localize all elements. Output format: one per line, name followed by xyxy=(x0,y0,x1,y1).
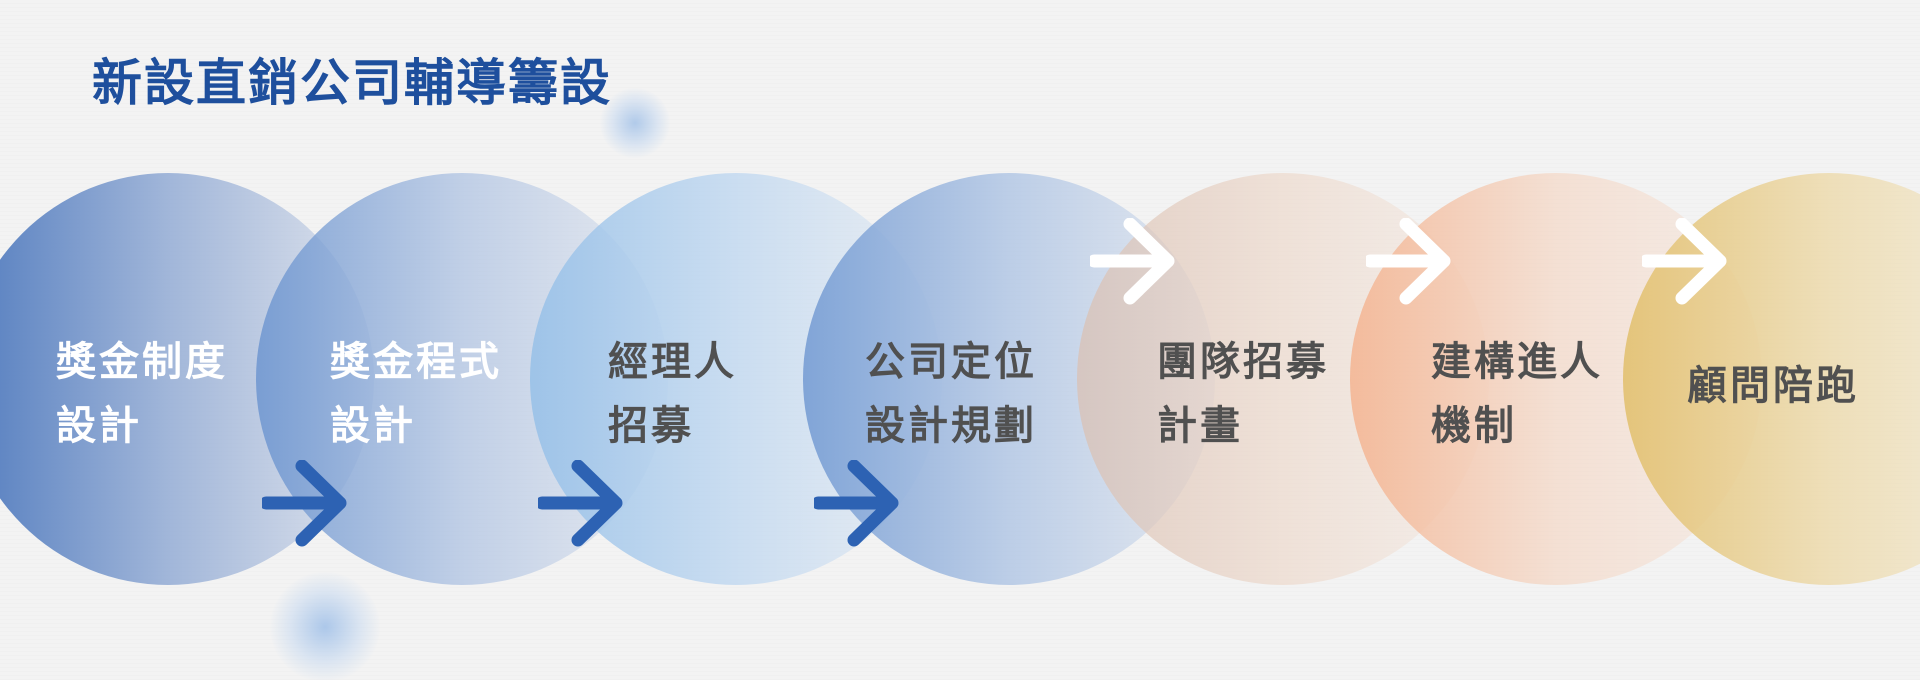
step-label-line: 公司定位 xyxy=(865,339,1037,385)
arrow-right-icon xyxy=(814,460,899,547)
step-label-3: 經理人 招募 xyxy=(608,330,737,458)
step-label-line: 經理人 xyxy=(608,339,737,385)
step-label-5: 團隊招募 計畫 xyxy=(1157,330,1329,458)
step-label-line: 設計規劃 xyxy=(865,403,1037,449)
step-label-7: 顧問陪跑 xyxy=(1687,354,1859,418)
step-label-line: 設計 xyxy=(56,403,142,449)
step-label-line: 招募 xyxy=(608,403,694,449)
arrow-right-icon xyxy=(262,460,347,547)
step-label-line: 顧問陪跑 xyxy=(1687,363,1859,409)
step-label-line: 計畫 xyxy=(1157,403,1243,449)
arrow-right-icon xyxy=(1366,218,1451,305)
arrow-right-icon xyxy=(1642,218,1727,305)
arrow-right-icon xyxy=(1090,218,1175,305)
arrow-right-icon xyxy=(538,460,623,547)
decorative-blur-dot xyxy=(270,572,380,680)
step-label-2: 獎金程式 設計 xyxy=(330,330,502,458)
step-label-6: 建構進人 機制 xyxy=(1431,330,1603,458)
step-label-line: 設計 xyxy=(330,403,416,449)
step-label-line: 獎金程式 xyxy=(330,339,502,385)
step-label-1: 獎金制度 設計 xyxy=(56,330,228,458)
step-label-line: 建構進人 xyxy=(1431,339,1603,385)
step-label-line: 團隊招募 xyxy=(1157,339,1329,385)
page-title: 新設直銷公司輔導籌設 xyxy=(92,54,612,112)
step-label-4: 公司定位 設計規劃 xyxy=(865,330,1037,458)
step-label-line: 獎金制度 xyxy=(56,339,228,385)
step-label-line: 機制 xyxy=(1431,403,1517,449)
